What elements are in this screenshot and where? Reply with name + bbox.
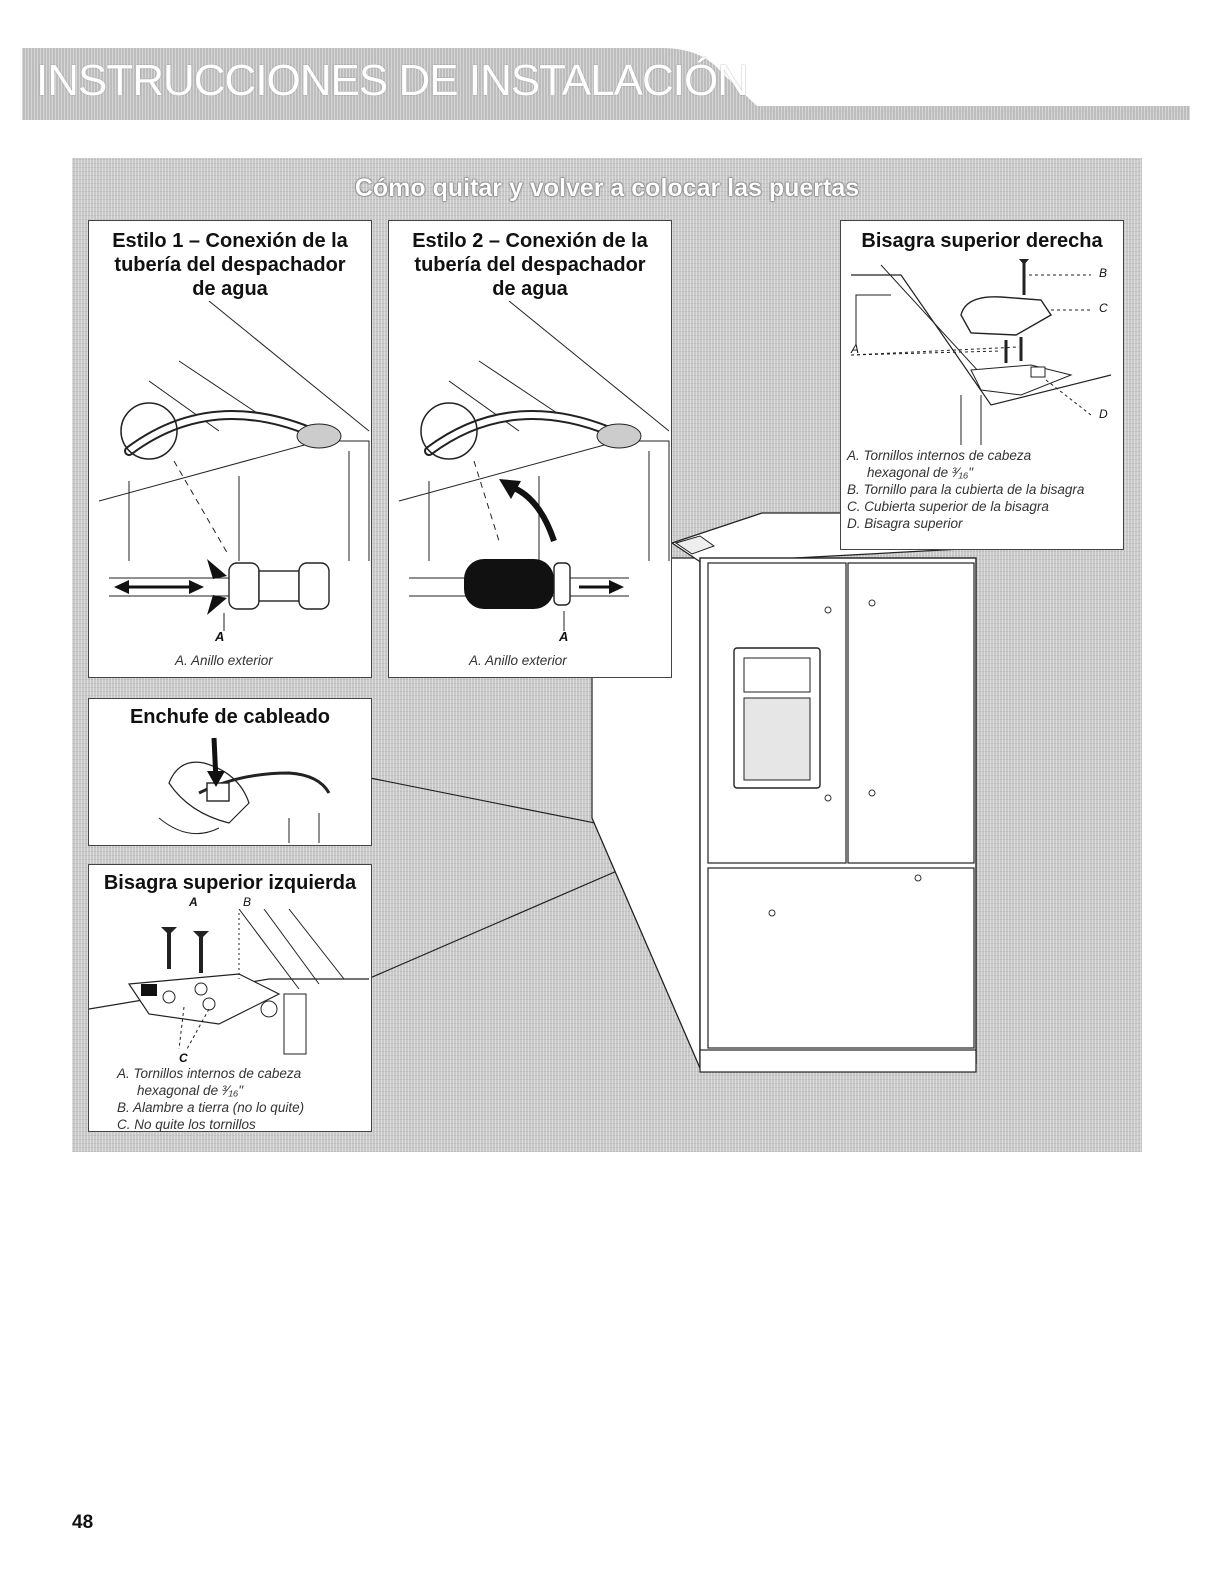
header-bar: INSTRUCCIONES DE INSTALACIÓN (22, 48, 1190, 120)
header-background (22, 48, 1190, 120)
right-hinge-legend: A. Tornillos internos de cabeza hexagona… (847, 448, 1085, 531)
right-hinge-label-d: D (1099, 407, 1108, 421)
right-hinge-diagram (850, 259, 1112, 445)
right-hinge-label-b: B (1099, 266, 1108, 280)
left-hinge-panel: Bisagra superior izquierda A B C A. Torn… (88, 864, 372, 1132)
wiring-panel: Enchufe de cableado (88, 698, 372, 846)
right-hinge-label-c: C (1099, 301, 1108, 315)
style2-diagram (398, 301, 670, 631)
left-hinge-legend: A. Tornillos internos de cabeza hexagona… (117, 1066, 305, 1132)
page-header-title: INSTRUCCIONES DE INSTALACIÓN (36, 56, 749, 105)
style1-diagram (98, 301, 370, 631)
left-hinge-label-c: C (179, 1051, 188, 1065)
wiring-diagram (158, 737, 331, 843)
left-hinge-diagram (89, 909, 369, 1055)
refrigerator-illustration (369, 512, 1073, 1073)
right-hinge-title: Bisagra superior derecha (861, 230, 1103, 252)
main-panel: Cómo quitar y volver a colocar las puert… (72, 158, 1142, 1152)
page-number: 48 (72, 1512, 94, 1533)
style1-caption: A. Anillo exterior (175, 653, 273, 668)
style1-label-a: A (215, 629, 225, 644)
left-hinge-label-a: A (189, 895, 198, 909)
style1-title: Estilo 1 – Conexión de la tubería del de… (112, 230, 348, 300)
left-hinge-title: Bisagra superior izquierda (103, 872, 357, 894)
style2-title: Estilo 2 – Conexión de la tubería del de… (412, 230, 648, 300)
style1-panel: Estilo 1 – Conexión de la tubería del de… (88, 220, 372, 678)
right-hinge-panel: Bisagra superior derecha B C A D A. Torn… (840, 220, 1124, 550)
style2-label-a: A (559, 629, 569, 644)
left-hinge-label-b: B (243, 895, 252, 909)
style2-caption: A. Anillo exterior (469, 653, 567, 668)
wiring-title: Enchufe de cableado (129, 706, 331, 728)
right-hinge-label-a: A (851, 342, 860, 356)
style2-panel: Estilo 2 – Conexión de la tubería del de… (388, 220, 672, 678)
section-title: Cómo quitar y volver a colocar las puert… (354, 174, 860, 202)
